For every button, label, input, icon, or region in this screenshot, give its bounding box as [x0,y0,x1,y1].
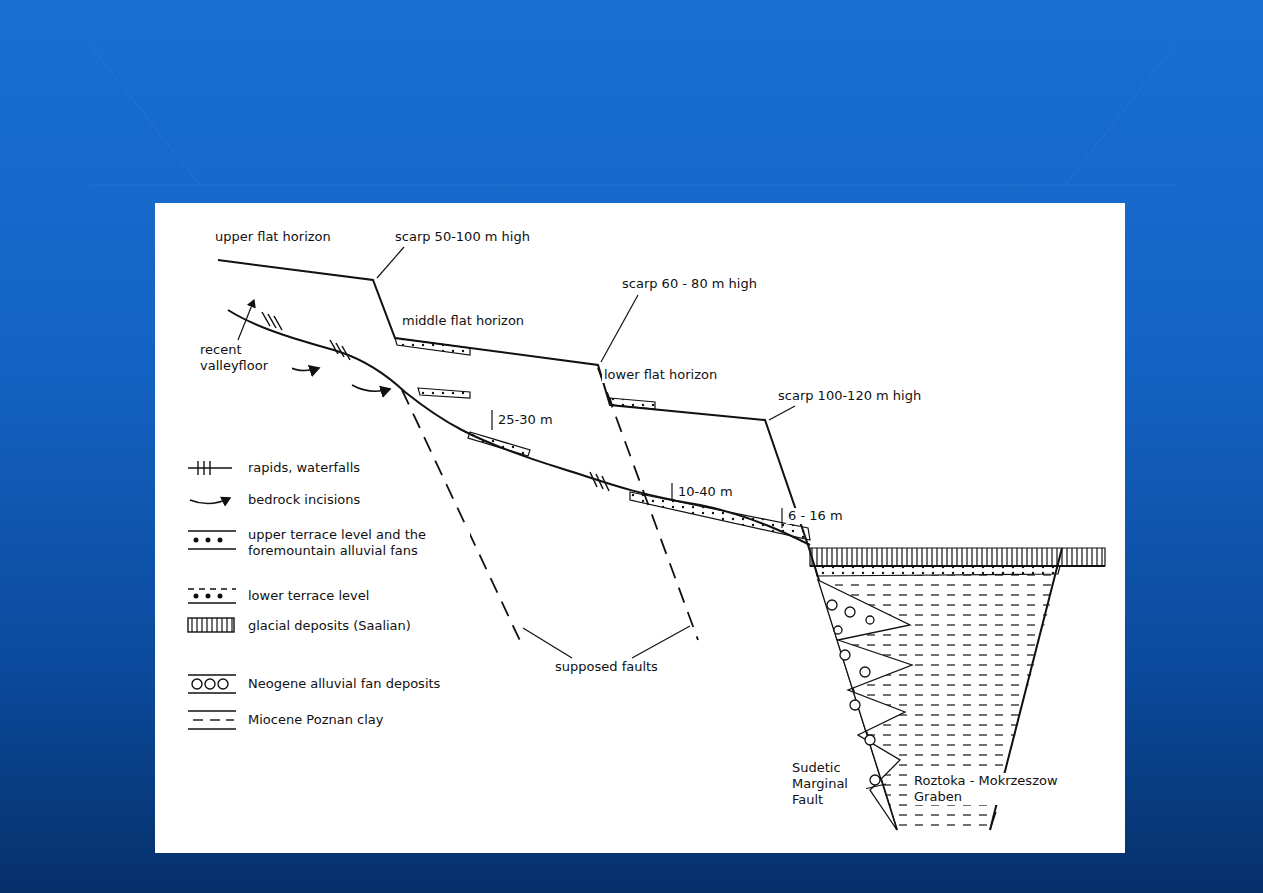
horizon-label: lower flat horizon [602,367,719,383]
profile [218,260,1105,830]
bedrock-incisions [287,366,390,391]
legend-text: Neogene alluvial fan deposits [246,676,442,692]
legend-text: lower terrace level [246,588,371,604]
fault-label: Sudetic Marginal Fault [790,760,866,808]
scarp-label: scarp 100-120 m high [776,388,923,404]
legend-text: Miocene Poznan clay [246,712,385,728]
horizon-label: middle flat horizon [400,313,526,329]
valley-label: recent valleyfloor [198,342,292,374]
leader-lines [238,247,996,830]
dimension-label: 10-40 m [676,484,735,500]
legend-text: rapids, waterfalls [246,460,362,476]
legend-text: upper terrace level and the foremountain… [246,527,470,559]
supposed-faults [402,368,698,645]
graben-label: Roztoka - Mokrzeszow Graben [912,773,1096,805]
legend-symbols [188,461,236,729]
dimension-label: 25-30 m [496,412,555,428]
fault-label: supposed faults [553,659,660,675]
terrace-deposits [395,338,1105,576]
legend-text: bedrock incisions [246,492,362,508]
white-panel [155,203,1125,853]
scarp-label: scarp 60 - 80 m high [620,276,759,292]
horizon-label: upper flat horizon [213,229,333,245]
legend-text: glacial deposits (Saalian) [246,618,413,634]
scarp-label: scarp 50-100 m high [393,229,532,245]
background-lines [90,45,1175,185]
dimension-label: 6 - 16 m [786,508,845,524]
